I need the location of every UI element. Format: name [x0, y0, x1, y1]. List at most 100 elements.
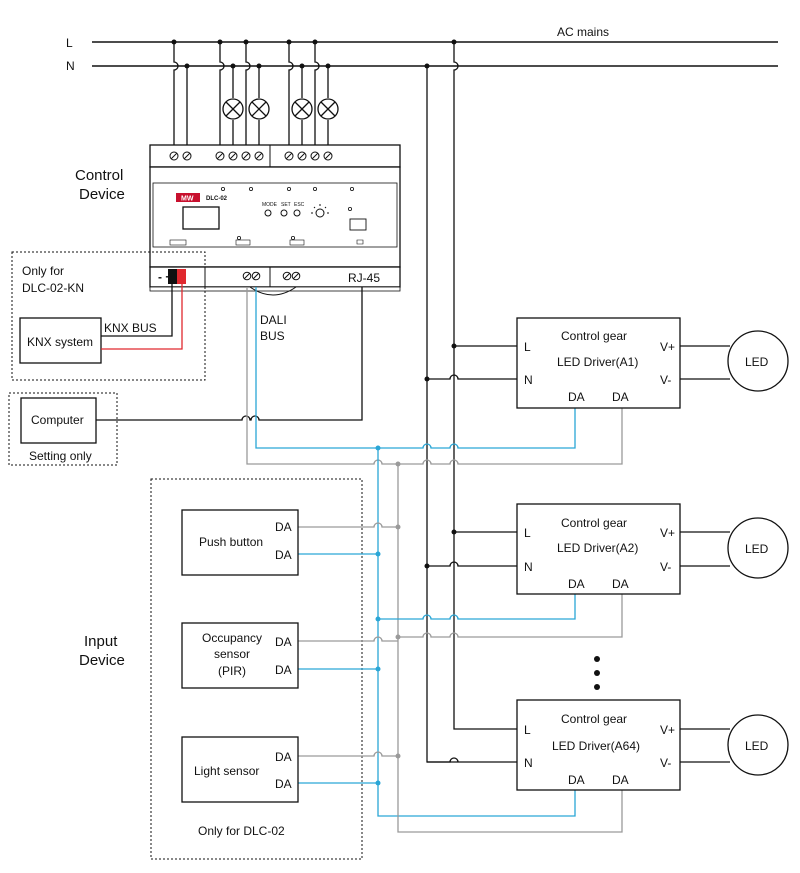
rj45-cable [96, 287, 363, 421]
input-note: Only for DLC-02 [198, 824, 285, 838]
control-device-title: Control [75, 167, 123, 184]
sensor-label-3: (PIR) [218, 664, 246, 678]
driver-title: Control gear [561, 329, 627, 343]
knx-terminal-polarity: - + [158, 270, 172, 284]
knx-bus-label: KNX BUS [104, 321, 157, 335]
knob-icon [311, 204, 329, 218]
driver-title: Control gear [561, 516, 627, 530]
driver-vplus-pin: V+ [660, 723, 675, 737]
mains-feed-dots [424, 343, 457, 569]
driver-l-pin: L [524, 526, 531, 540]
dali-bus-arc [249, 286, 297, 296]
ac-mains-label: AC mains [557, 25, 609, 39]
driver-da-pin-2: DA [612, 390, 629, 404]
esc-button-label: ESC [294, 202, 305, 208]
driver-a64: Control gear LED Driver(A64) L N V+ V- D… [516, 699, 789, 791]
dali-bus-label: DALI [260, 313, 287, 327]
lamp-icon [291, 98, 313, 120]
computer-label: Computer [31, 413, 84, 427]
knx-note-line1: Only for [22, 264, 64, 278]
dali-bus-label-2: BUS [260, 329, 285, 343]
ellipsis-dots [594, 656, 600, 690]
led-load-icon [727, 517, 789, 579]
sensor-da-pin: DA [275, 750, 292, 764]
lamp-icon [317, 98, 339, 120]
led-load-label: LED [745, 542, 769, 556]
ac-mains: AC mains L N [66, 25, 778, 73]
sensor-da-pin-2: DA [275, 777, 292, 791]
sensor-occupancy: Occupancy sensor (PIR) DA DA [181, 622, 299, 689]
computer-note: Setting only [29, 449, 92, 463]
sensor-label-2: sensor [214, 647, 250, 661]
sensor-light: Light sensor DA DA [181, 736, 299, 803]
mains-feed-to-drivers [426, 42, 517, 763]
driver-vminus-pin: V- [660, 756, 671, 770]
driver-vplus-pin: V+ [660, 526, 675, 540]
driver-n-pin: N [524, 373, 533, 387]
control-device-title-2: Device [79, 186, 125, 203]
knx-bus-wire-red [101, 284, 183, 350]
driver-l-pin: L [524, 340, 531, 354]
sensor-da-pin-2: DA [275, 663, 292, 677]
input-device-title: Input [84, 633, 118, 650]
esc-button[interactable] [293, 209, 301, 217]
lamp-icons [222, 98, 339, 120]
line-n-label: N [66, 59, 75, 73]
lamp-icon [222, 98, 244, 120]
mode-button-label: MODE [262, 202, 278, 208]
driver-l-pin: L [524, 723, 531, 737]
set-button-label: SET [281, 202, 291, 208]
driver-da-pin-2: DA [612, 577, 629, 591]
driver-da-pin: DA [568, 390, 585, 404]
ethernet-icon [356, 239, 364, 245]
driver-name: LED Driver(A2) [557, 541, 638, 555]
dali-junction-dots [375, 445, 401, 786]
driver-da-pin: DA [568, 577, 585, 591]
computer-group-border [8, 392, 118, 466]
knx-note-line2: DLC-02-KN [22, 281, 84, 295]
lcd-display [182, 206, 220, 230]
driver-a1: Control gear LED Driver(A1) L N V+ V- DA… [516, 317, 789, 409]
knx-terminal-red [177, 269, 186, 284]
driver-da-pin-2: DA [612, 773, 629, 787]
usb-port [349, 218, 367, 231]
dali-bus-wires [246, 287, 623, 833]
control-device: MW DLC-02 MODE SET ESC - + [149, 144, 401, 292]
status-led-icons [220, 186, 354, 240]
sensor-wires [298, 522, 398, 784]
led-load-icon [727, 714, 789, 776]
sensor-da-pin-2: DA [275, 548, 292, 562]
dali-b-indicator [289, 239, 305, 246]
terminal-screws [169, 151, 333, 161]
driver-name: LED Driver(A64) [552, 739, 640, 753]
sensor-da-pin: DA [275, 635, 292, 649]
lamp-icon [248, 98, 270, 120]
knx-terminal-black [168, 269, 177, 284]
driver-vminus-pin: V- [660, 560, 671, 574]
dali-terminal-screws [242, 271, 301, 281]
mode-button[interactable] [264, 209, 272, 217]
sensor-da-pin: DA [275, 520, 292, 534]
driver-a2: Control gear LED Driver(A2) L N V+ V- DA… [516, 503, 789, 595]
knx-group-border [11, 251, 206, 381]
computer-box [20, 397, 97, 444]
sensor-label: Light sensor [194, 764, 259, 778]
sensor-push-button: Push button DA DA [181, 509, 299, 576]
driver-da-pin: DA [568, 773, 585, 787]
line-l-label: L [66, 36, 73, 50]
dali-a-indicator [235, 239, 251, 246]
sensor-label: Occupancy [202, 631, 262, 645]
led-load-label: LED [745, 355, 769, 369]
mains-drops [173, 42, 329, 148]
brand-logo-text: MW [181, 196, 194, 203]
driver-vminus-pin: V- [660, 373, 671, 387]
set-button[interactable] [280, 209, 288, 217]
driver-vplus-pin: V+ [660, 340, 675, 354]
input-device-title-2: Device [79, 652, 125, 669]
driver-title: Control gear [561, 712, 627, 726]
knx-system-box [19, 317, 102, 364]
model-label: DLC-02 [206, 196, 228, 202]
knx-indicator [169, 239, 187, 246]
led-load-label: LED [745, 739, 769, 753]
